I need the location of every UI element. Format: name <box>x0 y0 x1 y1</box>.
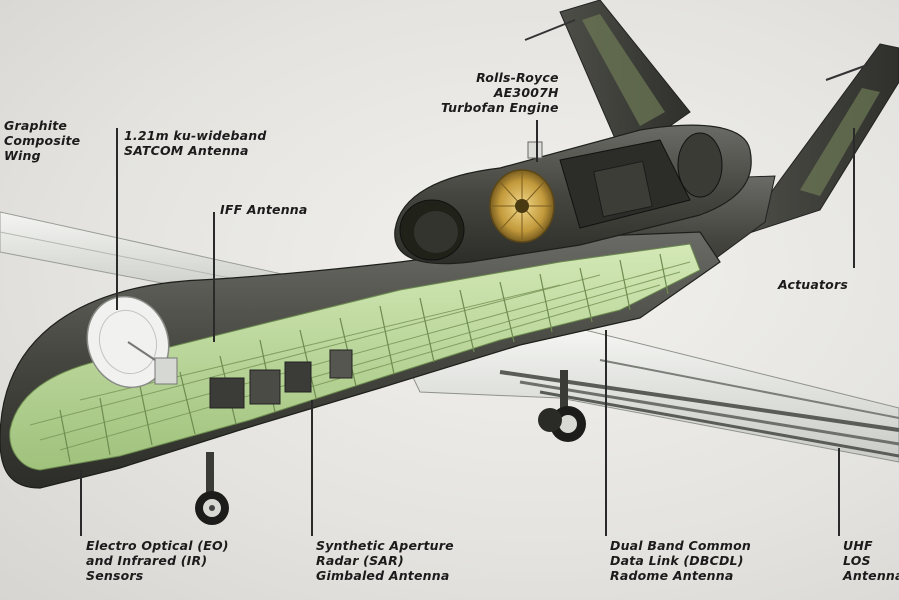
leader-dbcdl <box>605 330 607 536</box>
label-iff-antenna: IFF Antenna <box>220 202 308 217</box>
engine-nacelle <box>394 124 752 265</box>
leader-satcom <box>116 128 118 310</box>
label-eo-ir-sensors: Electro Optical (EO) and Infrared (IR) S… <box>86 538 229 583</box>
label-uhf-antenna: UHF LOS Antenna <box>843 538 899 583</box>
nose-landing-gear <box>195 452 229 525</box>
leader-uhf <box>838 448 840 536</box>
leader-sar <box>311 400 313 536</box>
right-tail-fin <box>738 43 899 237</box>
label-graphite-wing: Graphite Composite Wing <box>4 118 81 163</box>
leader-actuators <box>853 128 855 268</box>
interior-structure <box>9 243 701 471</box>
main-landing-gear <box>538 370 586 442</box>
label-dbcdl-antenna: Dual Band Common Data Link (DBCDL) Radom… <box>610 538 752 583</box>
satcom-dish <box>86 295 178 389</box>
label-satcom-antenna: 1.21m ku-wideband SATCOM Antenna <box>124 128 267 158</box>
label-turbofan-engine: Rolls-Royce AE3007H Turbofan Engine <box>441 70 559 115</box>
leader-iff <box>213 212 215 342</box>
label-actuators: Actuators <box>778 277 848 292</box>
leader-engine <box>536 120 538 162</box>
leader-eo-ir <box>80 470 82 536</box>
label-sar-antenna: Synthetic Aperture Radar (SAR) Gimbaled … <box>316 538 454 583</box>
